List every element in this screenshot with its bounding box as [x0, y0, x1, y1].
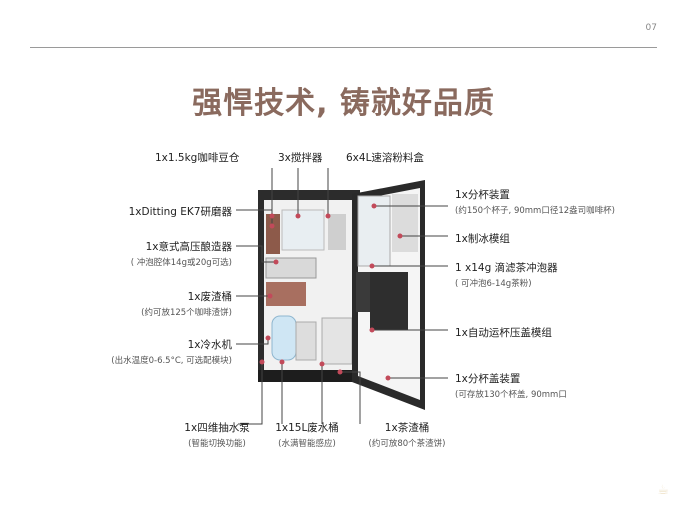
water-bottle: [272, 316, 296, 360]
ice-module: [392, 194, 418, 252]
label-chiller: 1x冷水机: [188, 337, 232, 352]
label-grinder-bin: 1x1.5kg咖啡豆仓: [155, 150, 239, 165]
label-powder-box: 6x4L速溶粉料盒: [346, 150, 424, 165]
label-tea-waste-note: (约可放80个茶渣饼): [352, 437, 462, 449]
label-cup-dispenser: 1x分杯装置: [455, 187, 510, 202]
label-chiller-note: (出水温度0-6.5°C, 可选配模块): [111, 354, 232, 366]
label-cup-dispenser-note: (约150个杯子, 90mm口径12盎司咖啡杯): [455, 204, 615, 216]
powder-canisters: [282, 210, 324, 250]
label-mixers: 3x搅拌器: [278, 150, 322, 165]
label-lid-dispenser: 1x分杯盖装置: [455, 371, 520, 386]
tea-waste-bucket: [322, 318, 352, 364]
label-waste-bin-note: (约可放125个咖啡渣饼): [141, 306, 232, 318]
label-tea-brewer-note: ( 可冲泡6-14g茶粉): [455, 277, 532, 289]
label-tea-waste: 1x茶渣桶: [352, 420, 462, 435]
label-tea-brewer: 1 x14g 滴滤茶冲泡器: [455, 260, 558, 275]
brewer-part: [266, 258, 316, 278]
label-ice-maker: 1x制冰模组: [455, 231, 510, 246]
mixer-block: [328, 214, 346, 250]
grinder-part: [266, 214, 280, 254]
label-brewer-note: ( 冲泡腔体14g或20g可选): [131, 256, 232, 268]
watermark-logo: ☕: [657, 483, 669, 498]
label-lid-dispenser-note: (可存放130个杯盖, 90mm口: [455, 388, 567, 400]
label-waste-water-note: (水满智能感应): [262, 437, 352, 449]
label-pump: 1x四维抽水泵: [172, 420, 262, 435]
waste-water-bucket: [296, 322, 316, 360]
label-lid-press: 1x自动运杯压盖模组: [455, 325, 552, 340]
waste-bin-part: [266, 282, 306, 306]
label-waste-bin: 1x废渣桶: [188, 289, 232, 304]
label-pump-note: (智能切换功能): [172, 437, 262, 449]
label-brewer: 1x意式高压酿造器: [146, 239, 232, 254]
label-grinder: 1xDitting EK7研磨器: [129, 204, 232, 219]
tea-brewer-part: [356, 272, 370, 312]
label-waste-water: 1x15L废水桶: [262, 420, 352, 435]
lid-press-module: [370, 272, 408, 330]
